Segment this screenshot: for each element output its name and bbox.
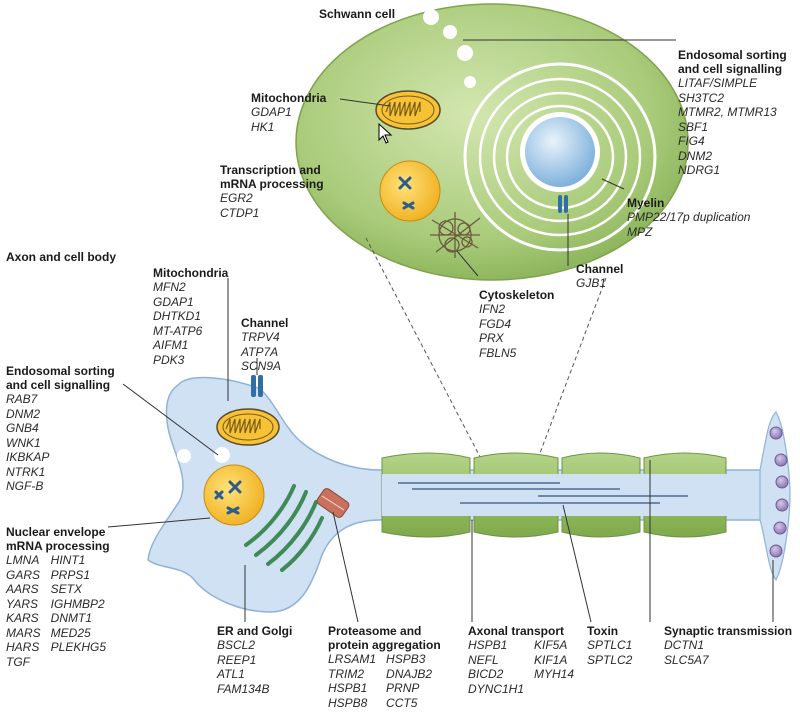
cursor-arrow-icon [378,122,393,144]
transport-gene-columns: HSPB1 NEFL BICD2 DYNC1H1 KIF5A KIF1A MYH… [468,638,574,696]
schwann-cytoskeleton-label: Cytoskeleton IFN2 FGD4 PRX FBLN5 [479,288,555,360]
axon-endosomal-label: Endosomal sorting and cell signalling RA… [6,364,115,493]
schwann-mitochondrion [375,90,441,130]
er-golgi-stacks [244,484,324,572]
proteasome-genes-col-2: HSPB3 DNAJB2 PRNP CCT5 [386,652,433,710]
schwann-cell-title: Schwann cell [319,7,395,21]
vesicle [177,449,191,463]
axon-er-golgi-label: ER and Golgi BSCL2 REEP1 ATL1 FAM134B [217,624,293,696]
axon-title: Axon and cell body [6,250,117,264]
neuron-mitochondrion [216,408,280,446]
axon-filaments [398,482,688,504]
nuclear-genes-col-1: LMNA GARS AARS YARS KARS MARS HARS TGF [6,553,41,669]
nuclear-gene-columns: LMNA GARS AARS YARS KARS MARS HARS TGF H… [6,553,110,669]
schwann-channel-label: Channel GJB1 [576,262,624,290]
axon-nuclear-label: Nuclear envelope mRNA processing LMNA GA… [6,525,110,669]
schwann-mitochondria-label: Mitochondria GDAP1 HK1 [251,91,327,134]
vesicle [443,25,457,39]
transport-genes-col-2: KIF5A KIF1A MYH14 [534,638,575,681]
axon-core [525,117,595,187]
gjb1-channel [558,195,568,213]
proteasome [316,488,350,518]
nuclear-genes-col-2: HINT1 PRPS1 SETX IGHMBP2 DNMT1 MED25 PLE… [50,553,107,654]
transport-genes-col-1: HSPB1 NEFL BICD2 DYNC1H1 [468,638,525,696]
vesicle [423,9,439,25]
schwann-endosomal-label: Endosomal sorting and cell signalling LI… [678,48,787,177]
axon-toxin-label: Toxin SPTLC1 SPTLC2 [587,624,633,667]
schwann-nucleus [379,160,441,222]
vesicle [214,447,230,463]
proteasome-genes-col-1: LRSAM1 TRIM2 HSPB1 HSPB8 [328,652,377,710]
axon-channel-label: Channel TRPV4 ATP7A SCN9A [241,316,289,373]
schwann-transcription-label: Transcription and mRNA processing EGR2 C… [220,163,324,220]
axon-proteasome-label: Proteasome and protein aggregation LRSAM… [328,624,441,710]
neuron-nucleus [203,464,265,526]
schwann-cell [295,3,689,281]
proteasome-gene-columns: LRSAM1 TRIM2 HSPB1 HSPB8 HSPB3 DNAJB2 PR… [328,652,441,710]
neuron [147,375,791,613]
axon-synaptic-label: Synaptic transmission DCTN1 SLC5A7 [664,624,793,667]
schwann-myelin-label: Myelin PMP22/17p duplication MPZ [627,196,751,239]
axon-mitochondria-label: Mitochondria MFN2 GDAP1 DHTKD1 MT-ATP6 A… [153,266,229,367]
leader-lines [107,39,774,623]
axon-shaft [382,474,772,516]
cytoskeleton-network [430,212,481,258]
axon-transport-label: Axonal transport HSPB1 NEFL BICD2 DYNC1H… [468,624,575,696]
neuron-channel [251,375,263,397]
vesicle [464,76,476,88]
schwann-cell-title-text: Schwann cell [319,7,396,21]
vesicle [457,45,473,61]
synaptic-vesicles [769,426,789,558]
